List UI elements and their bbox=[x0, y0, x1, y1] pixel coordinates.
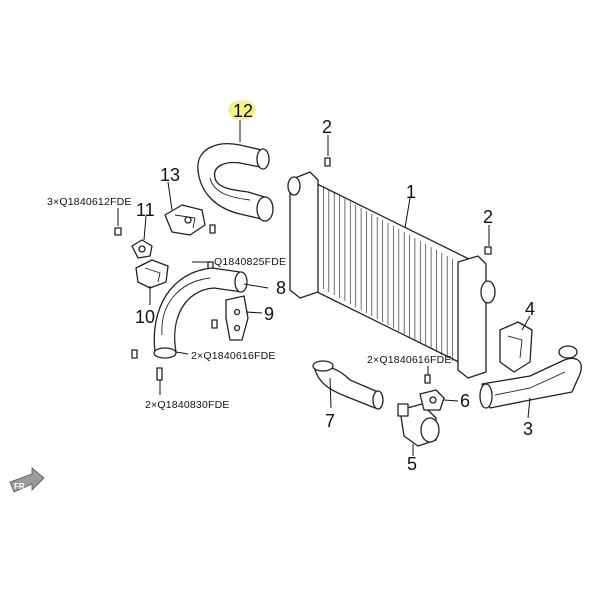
part-3-hose[interactable] bbox=[479, 345, 582, 409]
fastener-code-4: 2×Q1840616FDE bbox=[367, 354, 452, 366]
direction-badge-label: FR bbox=[14, 482, 25, 491]
callout-6: 6 bbox=[460, 391, 470, 411]
callout-13: 13 bbox=[160, 165, 180, 185]
callout-2-right: 2 bbox=[483, 207, 493, 227]
callout-11: 11 bbox=[136, 200, 155, 220]
fastener-code-2: Q1840825FDE bbox=[214, 256, 286, 268]
callout-2-top: 2 bbox=[322, 117, 332, 137]
callout-3: 3 bbox=[523, 419, 533, 439]
callout-12-highlight bbox=[228, 100, 256, 120]
part-4-bracket[interactable] bbox=[499, 321, 533, 373]
part-7-tube[interactable] bbox=[312, 360, 384, 410]
part-12-charge-hose[interactable] bbox=[197, 143, 274, 222]
callout-7: 7 bbox=[325, 411, 335, 431]
callout-8: 8 bbox=[276, 278, 286, 298]
part-8-charge-pipe[interactable] bbox=[153, 267, 248, 359]
part-9-bracket[interactable] bbox=[225, 295, 249, 341]
callout-1: 1 bbox=[406, 182, 416, 202]
callout-4: 4 bbox=[525, 299, 535, 319]
part-13-bracket[interactable] bbox=[164, 204, 206, 236]
front-direction-arrow-icon: FR bbox=[9, 467, 45, 493]
part-5-housing[interactable] bbox=[397, 403, 440, 447]
callout-12: 12 bbox=[233, 101, 253, 121]
fastener-code-1: 3×Q1840612FDE bbox=[47, 196, 132, 208]
part-11-clip[interactable] bbox=[131, 239, 153, 259]
part-6-sensor[interactable] bbox=[419, 389, 445, 411]
fastener-code-3: 2×Q1840616FDE bbox=[191, 350, 276, 362]
leader-lines bbox=[117, 120, 531, 456]
part-1-intercooler[interactable] bbox=[287, 171, 496, 379]
callout-9: 9 bbox=[264, 304, 274, 324]
callout-10: 10 bbox=[135, 307, 155, 327]
fastener-code-5: 2×Q1840830FDE bbox=[145, 399, 230, 411]
callout-5: 5 bbox=[407, 454, 417, 474]
part-10-bracket[interactable] bbox=[135, 259, 169, 289]
